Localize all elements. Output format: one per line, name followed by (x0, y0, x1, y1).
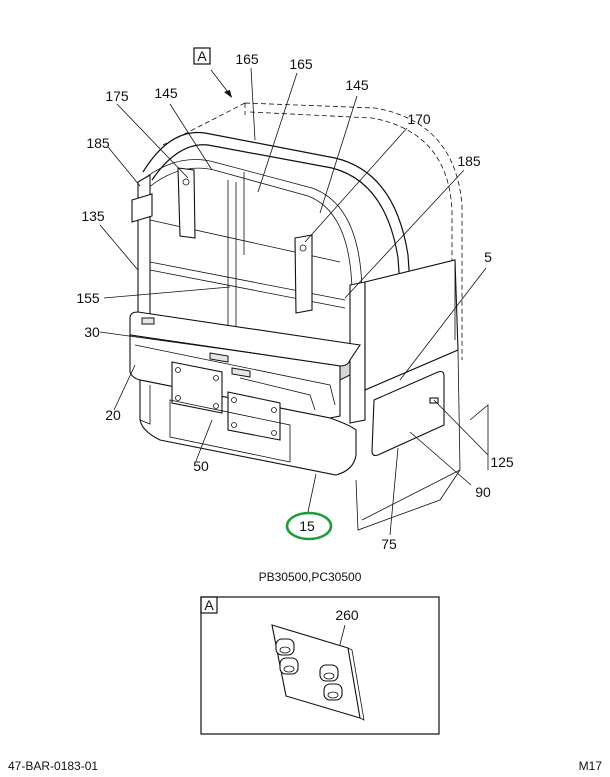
console-switches (209, 352, 251, 378)
callout-90: 90 (475, 484, 491, 500)
storage-door-right (227, 391, 281, 441)
callout-185a: 185 (86, 135, 110, 151)
upright-bracket-right (294, 234, 313, 314)
callout-15-highlight[interactable] (285, 511, 333, 541)
leader-lines (99, 67, 489, 536)
detail-view-a: A 260 (200, 596, 440, 735)
right-side-panel-lower (361, 349, 461, 521)
left-post-bracket (131, 193, 153, 223)
callout-125: 125 (490, 454, 514, 470)
callout-165b: 165 (289, 56, 313, 72)
callout-170: 170 (407, 111, 431, 127)
center-post (227, 172, 245, 337)
rear-panel-mid-rail-2 (149, 269, 346, 309)
console-ledge (134, 344, 336, 411)
storage-door-left (171, 361, 223, 414)
view-marker-main: A (197, 48, 207, 64)
cab-rear-wall-assembly (129, 102, 489, 531)
callout-5: 5 (484, 249, 492, 265)
callout-50: 50 (193, 458, 209, 474)
model-caption: PB30500,PC30500 (259, 570, 362, 584)
callout-20: 20 (105, 407, 121, 423)
callout-260: 260 (335, 607, 359, 623)
right-side-panel (364, 259, 459, 391)
roof-bow-inner (151, 144, 401, 288)
roof-bow-outer (142, 131, 411, 286)
access-panel (371, 370, 445, 457)
rocker-switches (275, 638, 343, 701)
door-fasteners (175, 367, 277, 436)
view-marker-detail: A (204, 597, 214, 613)
right-post (349, 281, 366, 424)
lower-cover-left (139, 380, 151, 425)
callout-15[interactable]: 15 (299, 518, 315, 534)
callout-labels: 165 165 175 145 145 170 185 185 135 155 … (76, 51, 514, 552)
lower-cover-right (355, 469, 461, 531)
right-side-panel-edge (454, 260, 489, 470)
callout-145a: 145 (154, 85, 178, 101)
bracket-hole-right (299, 244, 307, 252)
lower-console-front (129, 334, 341, 419)
roof-bow-front-inner (147, 167, 353, 291)
callout-145b: 145 (345, 77, 369, 93)
storage-door-base (169, 399, 291, 463)
callout-75: 75 (381, 536, 397, 552)
drawing-number: 47-BAR-0183-01 (8, 759, 98, 773)
view-marker-box (193, 47, 211, 65)
roof-bow-front (139, 159, 363, 291)
rear-panel-mid-rail (149, 261, 346, 301)
callout-155: 155 (76, 290, 100, 306)
upright-bracket-left (177, 167, 196, 239)
detail-marker-box (200, 596, 218, 614)
callout-165a: 165 (235, 51, 259, 67)
sheet-id: M17 (579, 759, 603, 773)
bracket-hole-left (182, 178, 190, 186)
lower-console-top (129, 311, 361, 367)
detail-frame (200, 596, 440, 735)
switch-plate-edge (347, 647, 365, 721)
view-a-arrow (224, 90, 232, 98)
cab-outline-dashed-inner (249, 111, 453, 345)
callout-185b: 185 (457, 153, 481, 169)
callout-135: 135 (81, 208, 105, 224)
callout-30: 30 (84, 324, 100, 340)
console-badge (141, 317, 155, 325)
callout-175: 175 (105, 88, 129, 104)
